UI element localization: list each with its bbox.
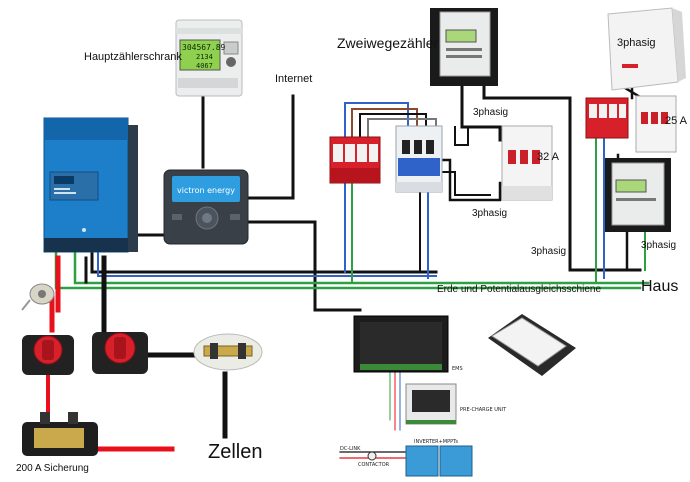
surge-protector-left [329, 136, 381, 184]
label-three-phase-b: 3phasig [472, 208, 508, 219]
label-three-phase-pv: 3phasig [617, 37, 656, 49]
wire-ac-black [90, 250, 438, 274]
label-main-meter-cabinet: Hauptzählerschrank [84, 51, 182, 63]
wire-block-to-32a [438, 158, 502, 202]
victron-brand-text: victron energy [177, 186, 235, 195]
contactor-label: CONTACTOR [358, 462, 390, 468]
pv-meter [605, 158, 671, 232]
ems-controller [353, 315, 449, 373]
meter-line-3: 4067 [196, 62, 213, 70]
breaker-32a [501, 125, 553, 201]
rcd-breaker-block [395, 125, 443, 193]
inverter-mppts-label: INVERTER+MPPTs [414, 439, 458, 445]
contactor [367, 451, 377, 461]
label-breaker-25a: 25 A [665, 115, 688, 127]
meter-line-2: 2134 [196, 53, 213, 61]
label-cells: Zellen [208, 441, 263, 463]
wire-meter2-to-house [482, 82, 642, 272]
label-fuse-200a: 200 A Sicherung [16, 463, 89, 474]
label-bidirectional-meter: Zweiwegezähler [337, 35, 439, 51]
precharge-resistor [21, 283, 55, 311]
ems-label: EMS [452, 366, 463, 372]
dc-link-label: DC-LINK [340, 446, 361, 452]
pv-inverter [607, 7, 686, 91]
label-three-phase-a: 3phasig [473, 107, 509, 118]
wire-phase-grey [367, 118, 437, 138]
label-internet: Internet [275, 73, 313, 85]
label-three-phase-d: 3phasig [641, 240, 677, 251]
surge-protector-right [585, 97, 629, 139]
label-house: Haus [641, 278, 679, 295]
precharge-unit [405, 383, 457, 425]
label-breaker-32a: 32 A [537, 151, 560, 163]
main-meter [175, 19, 243, 97]
battery-switch-left [22, 335, 74, 375]
wire-meter2-loop [454, 126, 469, 146]
wire-meter2-to-32a [460, 82, 502, 142]
precharge-label: PRE-CHARGE UNIT [460, 407, 507, 413]
meter-line-1: 304567.89 [182, 43, 226, 52]
victron-gx-device [163, 169, 249, 245]
shunt [193, 333, 263, 371]
label-ground-bus: Erde und Potentialausgleichsschiene [437, 284, 601, 295]
wires [46, 63, 650, 459]
wire-phase-blue-top [344, 102, 409, 138]
inverter-multiplus [43, 117, 138, 253]
wire-earth-1 [73, 250, 650, 285]
wire-ac-blue [97, 251, 437, 277]
bms-module [488, 314, 576, 376]
wire-phase-black [359, 113, 427, 138]
wire-block-to-32a-2 [439, 171, 491, 196]
inverter-mppt-boxes [405, 445, 473, 477]
wire-gx-to-ems [245, 220, 362, 312]
breaker-25a [635, 95, 677, 153]
bidirectional-meter [430, 8, 498, 86]
battery-switch-right [92, 332, 148, 374]
main-fuse [22, 412, 98, 456]
wire-internet [245, 94, 295, 200]
label-three-phase-c: 3phasig [531, 246, 567, 257]
